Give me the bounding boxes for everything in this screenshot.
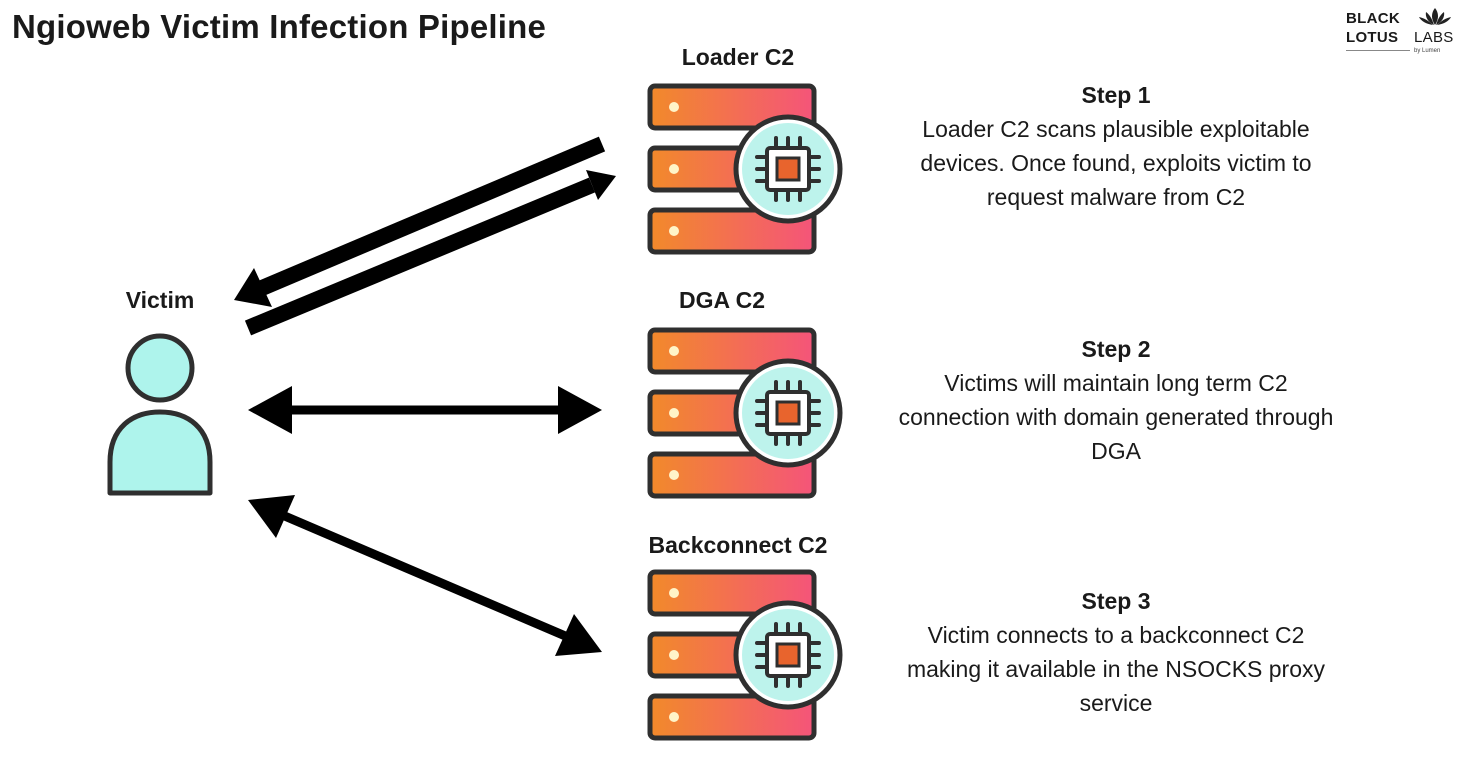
logo-line2-light: LABS: [1414, 29, 1454, 46]
step-3: Step 3 Victim connects to a backconnect …: [886, 584, 1346, 720]
lotus-icon: [1419, 8, 1451, 25]
step-3-text: Victim connects to a backconnect C2 maki…: [906, 622, 1326, 716]
loader-c2-label: Loader C2: [681, 44, 795, 70]
step-2-text: Victims will maintain long term C2 conne…: [898, 370, 1334, 464]
victim-person-icon: [107, 333, 213, 496]
backconnect-c2-label: Backconnect C2: [648, 532, 828, 558]
victim-dga-double-arrow: [248, 386, 602, 434]
step-1: Step 1 Loader C2 scans plausible exploit…: [886, 78, 1346, 214]
step-1-text: Loader C2 scans plausible exploitable de…: [920, 116, 1312, 210]
step-2-heading: Step 2: [1081, 336, 1151, 362]
dga-c2-label: DGA C2: [678, 287, 766, 313]
logo-tagline: by Lumen: [1414, 48, 1441, 54]
victim-to-loader-arrow: [244, 170, 616, 336]
victim-label: Victim: [125, 287, 195, 313]
backconnect-c2-server-icon: [650, 572, 840, 738]
page-title: Ngioweb Victim Infection Pipeline: [12, 8, 547, 45]
step-2: Step 2 Victims will maintain long term C…: [886, 332, 1346, 468]
logo-line2-bold: LOTUS: [1346, 29, 1399, 46]
loader-to-victim-arrow: [234, 136, 606, 307]
dga-c2-server-icon: [650, 330, 840, 496]
logo-line1: BLACK: [1346, 10, 1400, 27]
victim-backconnect-double-arrow: [248, 495, 602, 656]
logo-rule: [1346, 50, 1410, 51]
black-lotus-labs-logo: BLACK LOTUS LABS by Lumen: [1346, 6, 1464, 62]
loader-c2-server-icon: [650, 86, 840, 252]
step-1-heading: Step 1: [1081, 82, 1151, 108]
step-3-heading: Step 3: [1081, 588, 1151, 614]
